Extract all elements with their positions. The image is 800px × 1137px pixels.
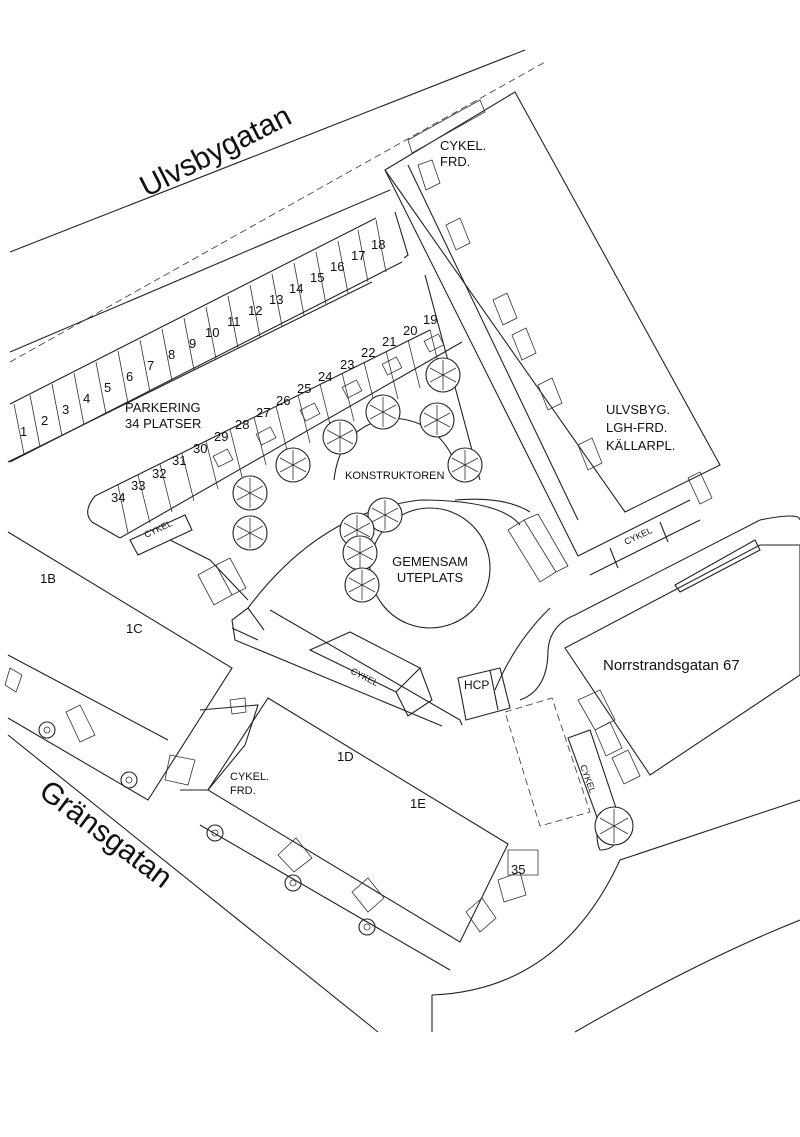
tree-icon — [367, 497, 403, 533]
tree-icon — [232, 515, 268, 551]
ulvsbyg-label-3: KÄLLARPL. — [606, 438, 675, 453]
parking-spot-number: 13 — [269, 292, 283, 307]
hcp-label: HCP — [464, 678, 489, 692]
gransgatan-street-edges — [7, 654, 800, 1033]
tree-icon — [344, 567, 380, 603]
gemensam-label-2: UTEPLATS — [397, 570, 464, 585]
building-label-1d: 1D — [337, 749, 354, 764]
ulvsbyg-label-1: ULVSBYG. — [606, 402, 670, 417]
parking-spot-number: 5 — [104, 380, 111, 395]
parking-spot-number: 26 — [276, 393, 290, 408]
tree-icon — [594, 806, 634, 846]
parking-spot-number: 8 — [168, 347, 175, 362]
parking-row-outer — [9, 211, 409, 463]
parking-spot-number: 27 — [256, 405, 270, 420]
parking-spot-number: 12 — [248, 303, 262, 318]
parking-spot-number: 23 — [340, 357, 354, 372]
parking-spot-number: 20 — [403, 323, 417, 338]
ulvsbyg-label-2: LGH-FRD. — [606, 420, 667, 435]
street-label-ulvsbygatan: Ulvsbygatan — [135, 99, 297, 203]
parking-spot-number: 9 — [189, 336, 196, 351]
gemensam-label-1: GEMENSAM — [392, 554, 468, 569]
parking-spot-number: 19 — [423, 312, 437, 327]
tree-icon — [365, 394, 401, 430]
tree-icon — [342, 535, 378, 571]
parking-spot-number: 21 — [382, 334, 396, 349]
parking-numbers-outer: 1 2 3 4 5 6 7 8 9 10 11 12 13 14 15 16 1… — [20, 237, 385, 439]
cykel-label-left: CYKEL — [143, 518, 174, 540]
building-label-1b: 1B — [40, 571, 56, 586]
parking-spot-number: 16 — [330, 259, 344, 274]
cykel-frd-label-top-2: FRD. — [440, 154, 470, 169]
cykel-label-right: CYKEL — [623, 525, 654, 547]
parking-spot-35: 35 — [511, 862, 525, 877]
parking-spot-number: 32 — [152, 466, 166, 481]
tree-icon — [232, 475, 268, 511]
parking-spot-number: 24 — [318, 369, 332, 384]
parking-spot-number: 25 — [297, 381, 311, 396]
parking-spot-number: 6 — [126, 369, 133, 384]
parking-spot-number: 33 — [131, 478, 145, 493]
cykel-frd-label-bottom-2: FRD. — [230, 785, 256, 797]
tree-icon — [275, 447, 311, 483]
parking-spot-number: 11 — [227, 314, 241, 329]
street-label-norrstrandsgatan: Norrstrandsgatan 67 — [603, 657, 740, 674]
tree-icon — [447, 447, 483, 483]
building-1d-1e — [180, 697, 539, 943]
parking-spot-number: 15 — [310, 270, 324, 285]
tree-icon — [322, 419, 358, 455]
building-ulvsbyg — [384, 91, 721, 576]
building-label-1e: 1E — [410, 796, 426, 811]
parking-spot-number: 4 — [83, 391, 90, 406]
cykel-label-mid: CYKEL — [349, 666, 380, 688]
parking-row-inner — [87, 274, 481, 539]
building-label-1c: 1C — [126, 621, 143, 636]
parking-spot-number: 14 — [289, 281, 303, 296]
parking-title-line1: PARKERING — [125, 400, 201, 415]
street-label-gransgatan: Gränsgatan — [33, 774, 178, 895]
parking-stall-dividers-outer — [29, 211, 409, 448]
parking-stall-dividers-inner — [117, 329, 443, 534]
parking-spot-number: 22 — [361, 345, 375, 360]
parking-spot-number: 31 — [172, 453, 186, 468]
parking-spot-number: 3 — [62, 402, 69, 417]
parking-spot-number: 10 — [205, 325, 219, 340]
parking-spot-number: 7 — [147, 358, 154, 373]
parking-numbers-inner: 19 20 21 22 23 24 25 26 27 28 29 30 31 3… — [111, 312, 437, 505]
cykel-frd-label-bottom-1: CYKEL. — [230, 771, 269, 783]
konstruktoren-label: KONSTRUKTOREN — [345, 470, 444, 482]
parking-spot-number: 17 — [351, 248, 365, 263]
building-1b-1c — [4, 531, 233, 801]
parking-curb-blocks — [212, 333, 445, 468]
parking-title-line2: 34 PLATSER — [125, 416, 201, 431]
parking-spot-number: 18 — [371, 237, 385, 252]
parking-spot-number: 34 — [111, 490, 125, 505]
building-norrstrandsgatan — [547, 515, 800, 785]
parking-spot-number: 1 — [20, 424, 27, 439]
cykel-label-vertical: CYKEL — [578, 763, 597, 794]
tree-icon — [419, 402, 455, 438]
parking-spot-number: 30 — [193, 441, 207, 456]
parking-spot-number: 28 — [235, 417, 249, 432]
parking-spot-number: 2 — [41, 413, 48, 428]
tree-icon — [425, 357, 461, 393]
parking-spot-number: 29 — [214, 429, 228, 444]
trees — [232, 357, 634, 846]
cykel-frd-label-top-1: CYKEL. — [440, 138, 486, 153]
gemensam-uteplats-circle — [369, 507, 491, 629]
ulvsbygatan-street-edges — [7, 49, 546, 463]
bollards — [38, 721, 376, 936]
